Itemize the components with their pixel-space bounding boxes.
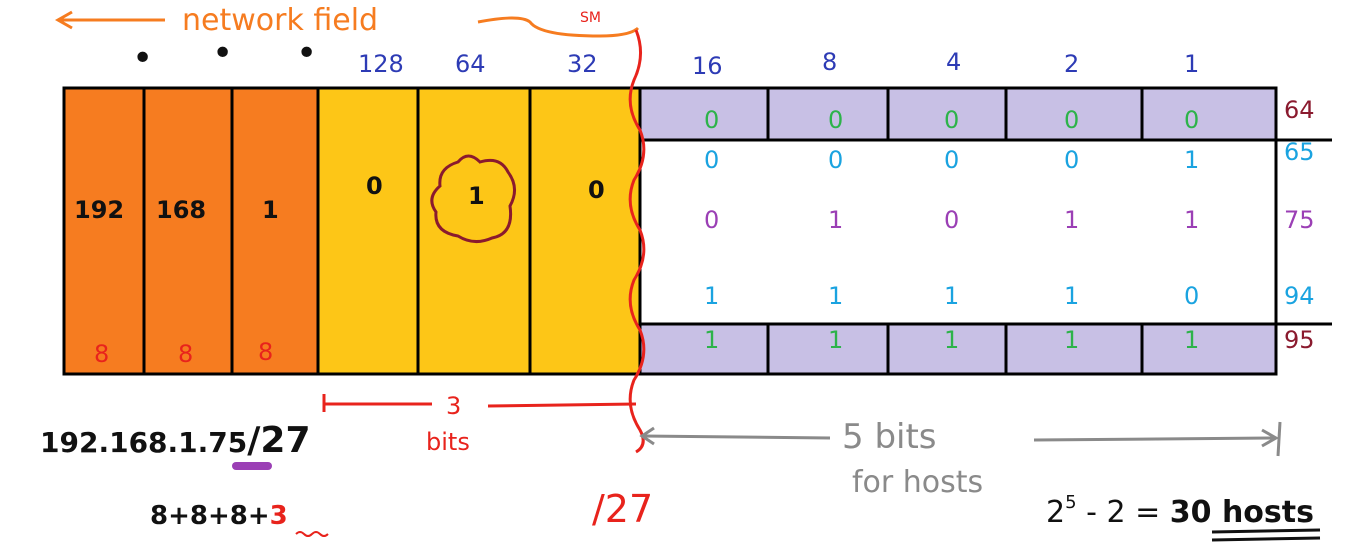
octet-block-2 <box>142 86 234 376</box>
host-bit-cell: 1 <box>1064 326 1079 354</box>
cidr-sum: 8+8+8+3 <box>150 501 288 531</box>
host-bit-cell: 0 <box>828 146 843 174</box>
host-bit-cell: 0 <box>828 106 843 134</box>
host-row-broadcast-band <box>638 322 1278 376</box>
subnet-bits-count: 3 <box>446 392 461 420</box>
result-underline <box>1211 536 1321 542</box>
host-bit-cell: 1 <box>1064 282 1079 310</box>
cidr-label: /27 <box>592 487 653 531</box>
host-bit-cell: 1 <box>1064 206 1079 234</box>
bit-value-4: 4 <box>946 48 961 76</box>
octet-value-1: 192 <box>74 196 124 224</box>
host-bit-cell: 1 <box>704 282 719 310</box>
sum-bits-underline <box>295 531 329 537</box>
host-bit-cell: 0 <box>944 106 959 134</box>
host-bits-span <box>639 421 1282 457</box>
host-count-formula: 25 - 2 = 30 hosts <box>1046 492 1314 530</box>
octet-dot: • <box>296 33 317 74</box>
host-row-address-label: 95 <box>1284 326 1315 354</box>
host-column-dividers <box>766 88 1144 374</box>
octet-value-3: 1 <box>262 196 279 224</box>
host-bit-cell: 0 <box>1184 282 1199 310</box>
ip-host-part: 75 <box>208 426 247 459</box>
host-bit-cell: 1 <box>828 282 843 310</box>
host-bit-cell: 0 <box>944 146 959 174</box>
host-row-address-label: 75 <box>1284 206 1315 234</box>
host-bit-cell: 0 <box>704 206 719 234</box>
octet-dot: • <box>132 38 153 79</box>
subnet-bit-128: 0 <box>366 172 383 200</box>
subnet-bit-highlight-circle <box>430 154 516 243</box>
octet-bits-3: 8 <box>258 338 273 366</box>
host-bit-cell: 1 <box>944 326 959 354</box>
octet-bits-2: 8 <box>178 340 193 368</box>
host-bit-cell: 0 <box>704 146 719 174</box>
subnet-bit-block-32 <box>528 86 642 376</box>
host-bit-cell: 1 <box>1184 146 1199 174</box>
host-bit-cell: 1 <box>944 282 959 310</box>
subnet-bits-label: bits <box>426 428 470 456</box>
host-rows: 0 0 0 0 0 64 0 0 0 0 1 65 0 1 0 1 1 75 1 1 1 1 0 94 1 1 1 1 1 95 <box>704 96 1315 354</box>
octet-dot: • <box>212 33 233 74</box>
bit-value-64: 64 <box>455 50 486 78</box>
network-field-arrow <box>54 10 640 38</box>
octet-block-3 <box>230 86 320 376</box>
subnet-bit-64: 1 <box>468 182 485 210</box>
result-underline <box>1211 528 1321 534</box>
ip-address-notation: 192.168.1.75/27 <box>40 420 311 461</box>
bit-value-8: 8 <box>822 48 837 76</box>
host-bits-count-label: 5 bits <box>842 417 937 457</box>
subnet-bit-32: 0 <box>588 176 605 204</box>
host-bit-cell: 1 <box>1184 206 1199 234</box>
network-field-label: network field <box>182 3 378 38</box>
host-part-underline <box>232 462 272 470</box>
subnet-bit-block-128 <box>316 86 420 376</box>
octet-block-1 <box>62 86 146 376</box>
host-bits-purpose-label: for hosts <box>852 465 983 500</box>
host-bit-cell: 0 <box>944 206 959 234</box>
host-bit-cell: 0 <box>1184 106 1199 134</box>
host-bit-cell: 1 <box>828 206 843 234</box>
host-row-network-band <box>638 86 1278 142</box>
bit-value-32: 32 <box>567 50 598 78</box>
bit-value-1: 1 <box>1184 50 1199 78</box>
host-row-address-label: 64 <box>1284 96 1315 124</box>
host-bit-cell: 0 <box>1064 146 1079 174</box>
host-bit-cell: 1 <box>704 326 719 354</box>
octet-value-2: 168 <box>156 196 206 224</box>
subnet-bits-span <box>322 394 637 412</box>
bit-value-16: 16 <box>692 52 723 80</box>
bit-value-128: 128 <box>358 50 404 78</box>
host-bit-cell: 1 <box>1184 326 1199 354</box>
host-bit-cell: 0 <box>1064 106 1079 134</box>
host-row-address-label: 65 <box>1284 138 1315 166</box>
bit-value-2: 2 <box>1064 50 1079 78</box>
sm-label: SM <box>580 10 601 26</box>
subnet-bit-block-64 <box>416 86 532 376</box>
host-row-address-label: 94 <box>1284 282 1315 310</box>
host-bit-cell: 1 <box>828 326 843 354</box>
host-bit-cell: 0 <box>704 106 719 134</box>
octet-bits-1: 8 <box>94 340 109 368</box>
